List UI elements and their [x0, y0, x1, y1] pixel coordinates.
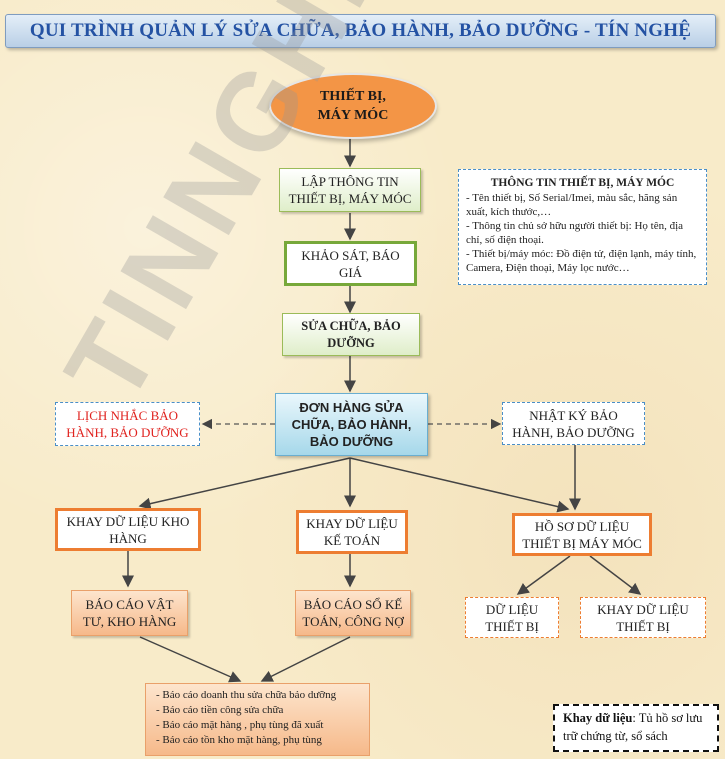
device-info-line: - Tên thiết bị, Số Serial/Imei, màu sắc,… [466, 192, 678, 218]
node-accounting-data: KHAY DỮ LIỆU KẾ TOÁN [296, 510, 408, 554]
node-ledger-report: BÁO CÁO SỔ KẾ TOÁN, CÔNG NỢ [295, 590, 411, 636]
report-item: - Báo cáo mặt hàng , phụ tùng đã xuất [156, 719, 324, 731]
device-info-note: THÔNG TIN THIẾT BỊ, MÁY MÓC - Tên thiết … [458, 169, 707, 285]
legend-key: Khay dữ liệu [563, 711, 633, 725]
node-repair: SỬA CHỮA, BẢO DƯỠNG [282, 313, 420, 356]
legend-value: : Tủ hồ sơ lưu trữ chứng từ, sổ sách [563, 711, 703, 743]
arrow-records-to-tray [589, 555, 642, 595]
node-device-records: HỒ SƠ DỮ LIỆU THIẾT BỊ MÁY MÓC [512, 513, 652, 556]
report-item: - Báo cáo doanh thu sửa chữa bảo dưỡng [156, 689, 337, 701]
arrow-order-to-records [349, 457, 570, 513]
device-info-title: THÔNG TIN THIẾT BỊ, MÁY MÓC [490, 177, 675, 189]
report-item: - Báo cáo tiền công sửa chữa [156, 704, 284, 716]
node-survey: KHẢO SÁT, BÁO GIÁ [284, 241, 417, 286]
node-materials-report: BÁO CÁO VẬT TƯ, KHO HÀNG [71, 590, 188, 636]
device-info-line: - Thông tin chủ sở hữu người thiết bị: H… [466, 220, 684, 246]
node-device: THIẾT BỊ, MÁY MÓC [269, 73, 437, 139]
node-order: ĐƠN HÀNG SỬA CHỮA, BẢO HÀNH, BẢO DƯỠNG [275, 393, 428, 456]
arrow-order-to-warehouse [138, 457, 351, 510]
arrow-ledger-to-reports [260, 636, 351, 682]
node-create-info: LẬP THÔNG TIN THIẾT BỊ, MÁY MÓC [279, 168, 421, 212]
report-item: - Báo cáo tồn kho mặt hàng, phụ tùng [156, 734, 322, 746]
arrow-materials-to-reports [139, 636, 242, 683]
title-banner: QUI TRÌNH QUẢN LÝ SỬA CHỮA, BẢO HÀNH, BẢ… [5, 14, 716, 48]
legend-note: Khay dữ liệu: Tủ hồ sơ lưu trữ chứng từ,… [553, 704, 719, 752]
node-log: NHẬT KÝ BẢO HÀNH, BẢO DƯỠNG [502, 402, 645, 445]
node-device-data-tray: KHAY DỮ LIỆU THIẾT BỊ [580, 597, 706, 638]
device-info-line: - Thiết bị/máy móc: Đồ điện tử, điện lạn… [466, 248, 697, 274]
node-device-data: DỮ LIỆU THIẾT BỊ [465, 597, 559, 638]
reports-list: - Báo cáo doanh thu sửa chữa bảo dưỡng -… [145, 683, 370, 756]
arrow-records-to-data [516, 555, 571, 595]
page-title: QUI TRÌNH QUẢN LÝ SỬA CHỮA, BẢO HÀNH, BẢ… [29, 20, 692, 41]
node-reminder: LỊCH NHẮC BẢO HÀNH, BẢO DƯỠNG [55, 402, 200, 446]
node-warehouse-data: KHAY DỮ LIỆU KHO HÀNG [55, 508, 201, 551]
